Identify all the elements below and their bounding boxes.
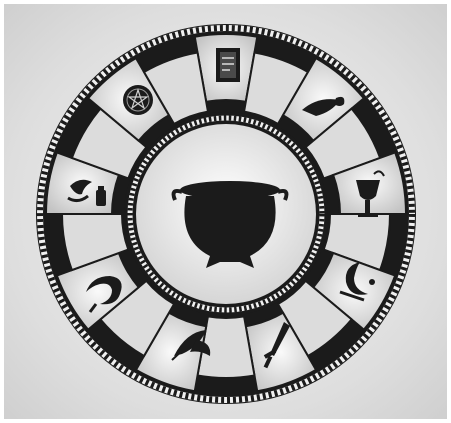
spellbook-icon: [216, 48, 240, 82]
pentacle-icon: [123, 85, 153, 115]
